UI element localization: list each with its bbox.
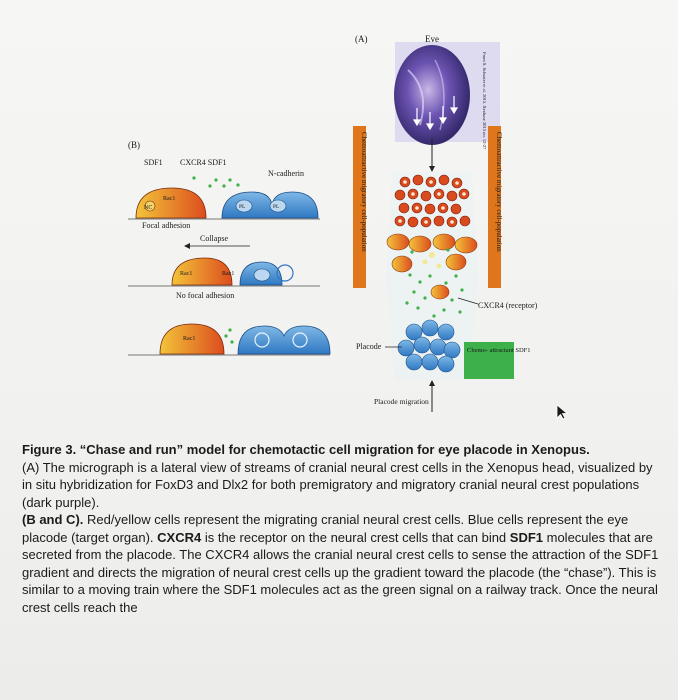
chemo-box-label: Chemo- attractant SDF1 [467,347,531,354]
right-strip: Chemoattractive migratory cell-populatio… [488,126,503,288]
left-strip-label: Chemoattractive migratory cell-populatio… [360,132,368,252]
caption-para-b: (B and C). Red/yellow cells represent th… [22,511,662,616]
caption-para-b-text-3: molecules that are secreted from the pla… [22,529,659,615]
pl-label-2: PL [273,204,280,210]
chemoattractant-box: Chemo- attractant SDF1 [464,342,531,379]
cell-stream [386,172,478,412]
cxcr4-label: CXCR4 (receptor) [478,301,538,310]
caption-sdf1-term: SDF1 [509,529,544,545]
micrograph: From S. Schuster et al. 2015. Xenbase 20… [394,42,500,172]
caption-title: Figure 3. “Chase and run” model for chem… [22,442,590,457]
caption-para-b-text-2: is the receptor on the neural crest cell… [201,529,510,545]
nc-label: NC [144,205,152,211]
rac1-label-1: Rac1 [163,196,175,202]
caption-para-b-text-1: Red/yellow cells represent the migrating… [22,512,629,545]
photo-credit: From S. Schuster et al. 2015. Xenbase 20… [482,52,487,150]
row-collapse: Collapse Rac1 Rac1 No focal adhesion [128,234,320,300]
pl-label-1: PL [239,204,246,210]
row-chase: Rac1 [128,323,331,356]
left-strip: Chemoattractive migratory cell-populatio… [353,126,368,288]
mouse-cursor-icon [556,404,569,420]
right-strip-label: Chemoattractive migratory cell-populatio… [495,132,503,252]
placode-label: Placode [356,342,382,351]
no-focal-adhesion-label: No focal adhesion [176,291,234,300]
figure-3-illustration: (A) Eye From S. Schuster et al. 2015. Xe… [128,34,538,412]
caption-para-a: (A) The micrograph is a lateral view of … [22,459,653,510]
figure-caption: Figure 3. “Chase and run” model for chem… [22,441,662,616]
caption-para-b-lead: (B and C). [22,512,84,527]
cxcr4-sdf1-label: CXCR4 SDF1 [180,158,226,167]
panel-a-label: (A) [355,34,368,44]
sdf1-label-1: SDF1 [144,158,163,167]
rac1-label-4: Rac1 [183,336,195,342]
collapse-label: Collapse [200,234,228,243]
row-focal-adhesion: NC Rac1 PL PL Focal adhesion [128,176,320,230]
focal-adhesion-label: Focal adhesion [142,221,190,230]
placode-migration-label: Placode migration [374,397,429,406]
rac1-label-2: Rac1 [180,271,192,277]
panel-b-label: (B) [128,140,140,150]
caption-cxcr4-term: CXCR4 [157,529,202,545]
rac1-label-3: Rac1 [222,271,234,277]
eye-label: Eye [425,34,439,44]
ncadherin-label: N-cadherin [268,169,304,178]
